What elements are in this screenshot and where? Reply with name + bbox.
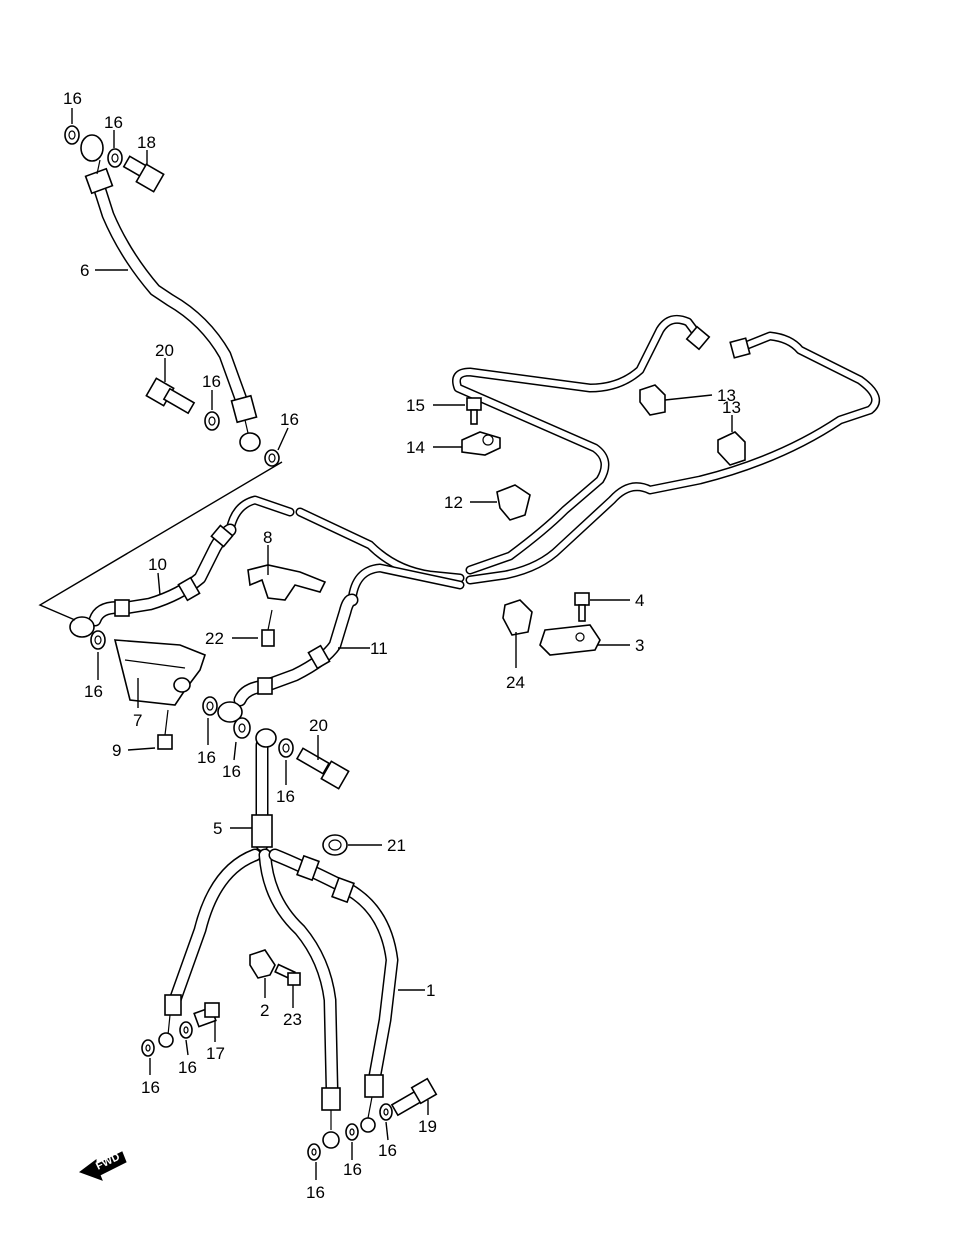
callout-16: 16 bbox=[306, 1183, 325, 1202]
callout-16: 16 bbox=[63, 89, 82, 108]
brake-pipe-upper bbox=[452, 314, 881, 585]
brake-hose-5 bbox=[251, 728, 277, 852]
callout-16: 16 bbox=[222, 762, 241, 781]
callout-5: 5 bbox=[213, 819, 222, 838]
clamp-12 bbox=[496, 484, 531, 521]
callout-16: 16 bbox=[378, 1141, 397, 1160]
bracket-8 bbox=[247, 564, 327, 647]
callout-16: 16 bbox=[84, 682, 103, 701]
callout-16: 16 bbox=[202, 372, 221, 391]
callout-24: 24 bbox=[506, 673, 525, 692]
callout-16: 16 bbox=[343, 1160, 362, 1179]
brake-hose-1 bbox=[268, 848, 399, 1133]
callout-15: 15 bbox=[406, 396, 425, 415]
callout-16: 16 bbox=[276, 787, 295, 806]
union-bolt-20-a bbox=[145, 377, 196, 415]
bolt-23 bbox=[274, 963, 301, 986]
callout-4: 4 bbox=[635, 591, 644, 610]
bolt-4 bbox=[574, 592, 590, 622]
callout-20: 20 bbox=[155, 341, 174, 360]
callout-13: 13 bbox=[717, 386, 736, 405]
callout-labels: 16 16 18 6 20 16 16 15 14 12 13 13 8 10 … bbox=[63, 89, 741, 1202]
clamp-21 bbox=[322, 834, 348, 856]
callout-18: 18 bbox=[137, 133, 156, 152]
callout-12: 12 bbox=[444, 493, 463, 512]
union-bolt-17 bbox=[193, 1002, 220, 1028]
callout-10: 10 bbox=[148, 555, 167, 574]
callout-3: 3 bbox=[635, 636, 644, 655]
clamp-2 bbox=[249, 949, 276, 979]
washers-16 bbox=[64, 125, 393, 1161]
callout-7: 7 bbox=[133, 711, 142, 730]
brake-hose-10 bbox=[69, 523, 237, 638]
callout-21: 21 bbox=[387, 836, 406, 855]
union-bolt-18 bbox=[122, 155, 165, 193]
brake-hose-lower-left bbox=[158, 848, 262, 1048]
clamp-24 bbox=[502, 599, 533, 636]
callout-20: 20 bbox=[309, 716, 328, 735]
brake-hose-lower-middle bbox=[258, 848, 341, 1149]
union-bolt-19 bbox=[390, 1077, 438, 1117]
callout-8: 8 bbox=[263, 528, 272, 547]
callout-14: 14 bbox=[406, 438, 425, 457]
callout-13: 13 bbox=[722, 398, 741, 417]
callout-17: 17 bbox=[206, 1044, 225, 1063]
clamp-13-b bbox=[717, 431, 746, 466]
callout-11: 11 bbox=[370, 639, 388, 658]
union-bolt-20-b bbox=[295, 747, 350, 790]
clamp-13-a bbox=[639, 384, 666, 416]
brake-hose-11 bbox=[217, 593, 359, 723]
clamp-14 bbox=[461, 431, 501, 456]
fwd-arrow-icon: FWD bbox=[78, 1151, 127, 1181]
callout-1: 1 bbox=[426, 981, 435, 1000]
bracket-3 bbox=[539, 624, 601, 656]
joint-block-7 bbox=[113, 639, 206, 750]
callout-19: 19 bbox=[418, 1117, 437, 1136]
callout-16: 16 bbox=[178, 1058, 197, 1077]
callout-9: 9 bbox=[112, 741, 121, 760]
reference-lines bbox=[38, 461, 283, 621]
callout-22: 22 bbox=[205, 629, 224, 648]
callout-23: 23 bbox=[283, 1010, 302, 1029]
callout-16: 16 bbox=[141, 1078, 160, 1097]
leader-lines bbox=[71, 108, 733, 1180]
callout-16: 16 bbox=[197, 748, 216, 767]
callout-16: 16 bbox=[280, 410, 299, 429]
bolt-15 bbox=[466, 397, 482, 425]
brake-hose-6 bbox=[80, 134, 261, 452]
callout-2: 2 bbox=[260, 1001, 269, 1020]
callout-6: 6 bbox=[80, 261, 89, 280]
callout-16: 16 bbox=[104, 113, 123, 132]
